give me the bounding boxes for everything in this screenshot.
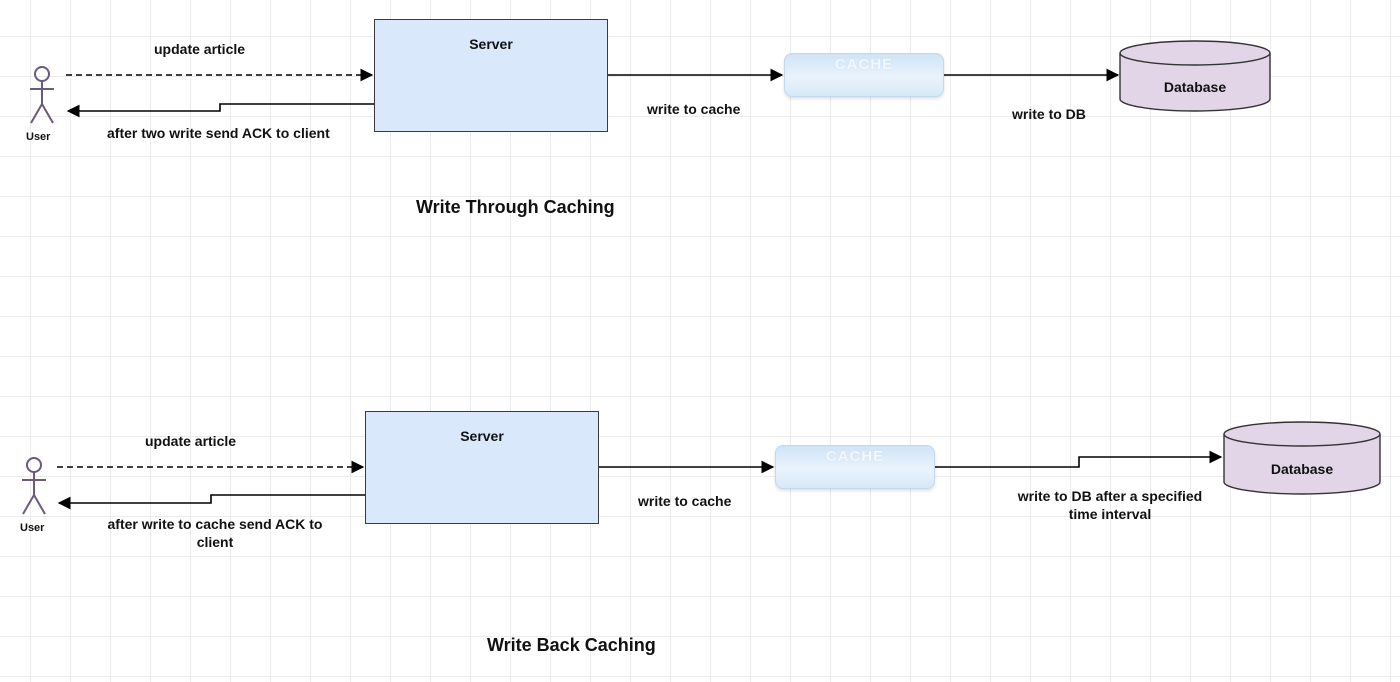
write-through-ack-label: after two write send ACK to client: [107, 125, 330, 141]
write-through-write-db-label: write to DB: [1012, 106, 1086, 122]
write-through-ack-arrow: [66, 103, 374, 118]
write-back-server-box: Server: [365, 411, 599, 524]
write-back-write-cache-label: write to cache: [638, 493, 732, 509]
write-through-user-icon: [30, 66, 54, 124]
write-through-database-cylinder: [1119, 40, 1271, 112]
write-back-user-label: User: [20, 522, 45, 534]
write-back-cache-box: CACHE: [775, 445, 935, 489]
write-back-server-label: Server: [460, 428, 504, 444]
write-through-cache-label: CACHE: [834, 56, 894, 73]
write-through-server-label: Server: [469, 36, 513, 52]
write-back-cache-to-db-arrow: [935, 450, 1223, 468]
write-back-write-db-label-line2: time interval: [1068, 506, 1152, 522]
write-back-database-cylinder: [1223, 421, 1381, 495]
write-back-write-db-label: write to DB after a specified time inter…: [1000, 487, 1220, 523]
write-back-cache-label: CACHE: [825, 448, 885, 465]
write-back-ack-label: after write to cache send ACK to client: [96, 515, 334, 551]
write-back-write-db-label-line1: write to DB after a specified: [1017, 488, 1203, 504]
write-through-user-label: User: [26, 131, 51, 143]
write-through-database-label: Database: [1163, 79, 1227, 95]
write-back-update-label: update article: [145, 433, 237, 449]
write-back-user-icon: [22, 457, 46, 515]
write-back-ack-arrow: [57, 494, 365, 510]
write-back-title: Write Back Caching: [487, 635, 656, 655]
write-back-database-label: Database: [1270, 461, 1334, 477]
write-through-server-box: Server: [374, 19, 608, 132]
write-through-cache-box: CACHE: [784, 53, 944, 97]
write-through-title: Write Through Caching: [416, 197, 615, 217]
write-back-ack-label-line1: after write to cache send ACK to: [107, 516, 323, 532]
write-back-ack-label-line2: client: [196, 534, 234, 550]
write-through-write-cache-label: write to cache: [647, 101, 741, 117]
write-through-update-label: update article: [154, 41, 246, 57]
